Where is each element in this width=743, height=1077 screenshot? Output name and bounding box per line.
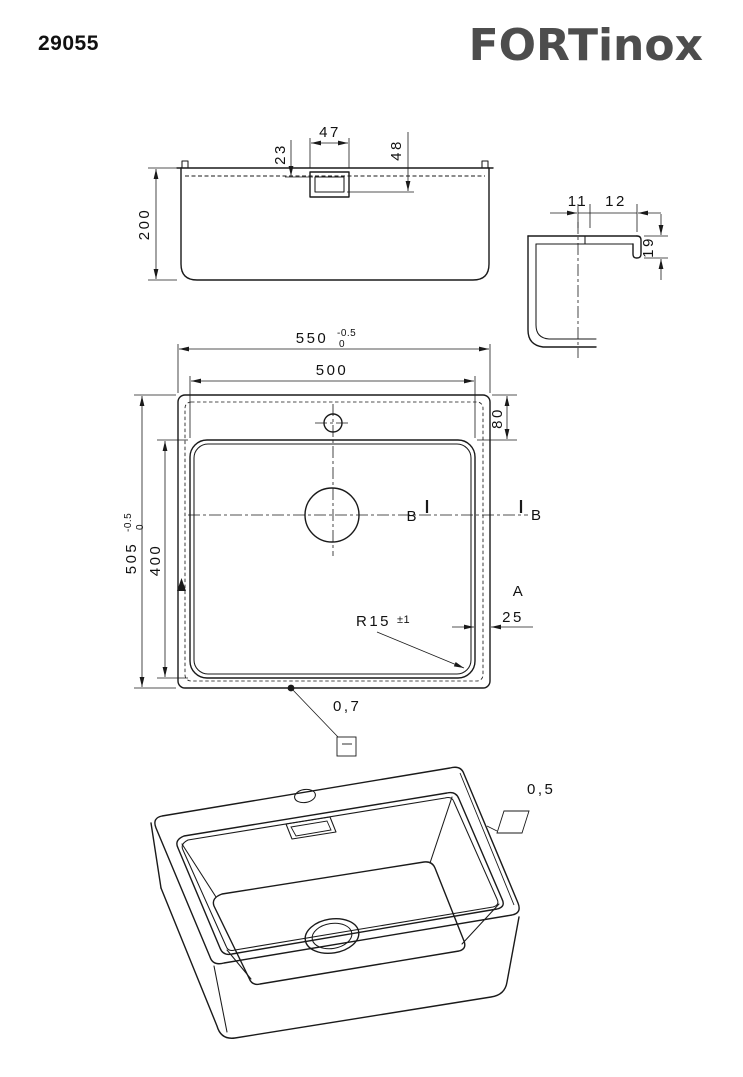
dim-overall-width-tol-upper: -0.5 (337, 328, 356, 339)
dim-front-height: 200 (136, 208, 153, 241)
dim-flange-outer: 12 (605, 193, 627, 210)
front-view: 200 47 23 48 (136, 124, 494, 281)
plan-outer-edge (177, 394, 491, 689)
dim-overall-width: 550 (296, 330, 329, 347)
dim-bowl-width: 500 (316, 362, 349, 379)
dim-edge-height: 19 (640, 236, 657, 258)
dim-flange-inner: 11 (568, 193, 589, 210)
iso-bowl-rim-inner (181, 796, 499, 952)
iso-overflow-slot (285, 816, 337, 840)
edge-wall-inner (535, 243, 597, 340)
section-a-label: A (513, 583, 526, 600)
plan-bowl-inner (193, 443, 472, 675)
dim-sheet-thickness: 0,7 (333, 698, 361, 715)
edge-downturn (632, 235, 642, 259)
dim-overall-width-tol-lower: 0 (339, 339, 345, 350)
surface-finish-symbol (496, 810, 530, 834)
iso-bowl-rim-outer (176, 791, 504, 956)
iso-body-bottom (160, 887, 520, 1039)
plan-view: B B A 550 -0.5 0 500 505 -0.5 0 (123, 328, 544, 757)
part-number: 29055 (38, 32, 99, 55)
section-a-arrow (177, 578, 186, 591)
thickness-symbol (336, 736, 357, 757)
dim-corner-radius: R15 (356, 613, 391, 630)
plan-hidden-underside (184, 401, 484, 682)
dim-side-margin: 25 (502, 609, 524, 626)
brand-logo: FORTinox (468, 20, 703, 71)
dim-rear-margin: 80 (489, 407, 506, 429)
section-b-left-label: B (406, 508, 419, 525)
dim-overall-depth: 505 (123, 542, 140, 575)
dim-overall-depth-tol-upper: -0.5 (123, 513, 134, 532)
dim-overall-depth-tol-lower: 0 (135, 524, 146, 530)
iso-drain-outer (304, 917, 360, 955)
plan-bowl-outer (189, 439, 476, 679)
front-overflow-box (309, 171, 350, 198)
iso-view: 0,5 (150, 766, 555, 1039)
edge-detail-view: 11 12 19 (527, 193, 668, 358)
edge-wall-outer (527, 235, 597, 348)
dim-bowl-depth: 400 (147, 544, 164, 577)
iso-flange-outline (154, 766, 520, 965)
dim-corner-radius-tol: ±1 (397, 614, 410, 626)
section-b-right-label: B (531, 507, 544, 524)
iso-tap-hole (294, 788, 316, 804)
dim-surface-finish: 0,5 (527, 781, 555, 798)
front-body-outline (180, 167, 490, 281)
dim-overflow-depth: 48 (388, 139, 405, 161)
dim-overflow-width: 47 (319, 124, 341, 141)
iso-bowl-bottom (212, 861, 466, 986)
dim-overflow-inset: 23 (272, 143, 289, 165)
iso-drain-inner (311, 922, 353, 950)
